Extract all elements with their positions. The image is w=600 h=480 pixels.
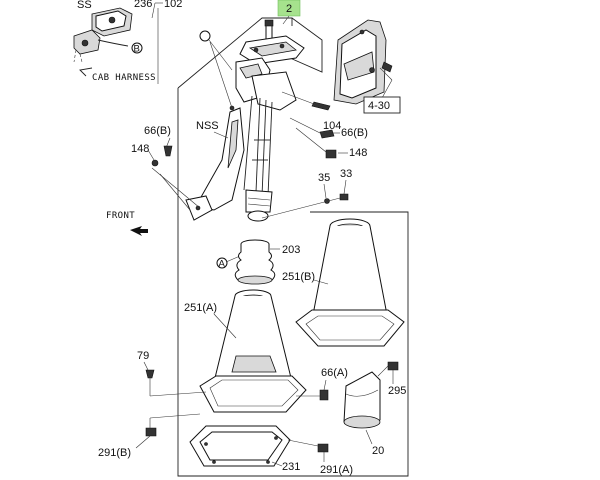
label-ss[interactable]: SS bbox=[77, 0, 92, 11]
label-148-right[interactable]: 148 bbox=[349, 147, 367, 159]
console-panel: 4-30 bbox=[333, 19, 401, 114]
front-indicator: FRONT bbox=[106, 211, 148, 236]
label-102[interactable]: 102 bbox=[164, 0, 182, 10]
label-20[interactable]: 20 bbox=[372, 445, 384, 457]
ref-b-top[interactable]: B bbox=[134, 44, 140, 55]
label-35[interactable]: 35 bbox=[318, 172, 330, 184]
bellows-boot: A 203 bbox=[216, 239, 300, 285]
label-66b-right[interactable]: 66(B) bbox=[341, 127, 368, 139]
note-front: FRONT bbox=[106, 211, 135, 221]
label-nss[interactable]: NSS bbox=[196, 120, 219, 132]
label-104[interactable]: 104 bbox=[323, 120, 341, 132]
label-203[interactable]: 203 bbox=[282, 244, 300, 256]
label-4-30: 4-30 bbox=[368, 100, 390, 112]
label-251a[interactable]: 251(A) bbox=[184, 302, 217, 314]
ref-a[interactable]: A bbox=[219, 259, 226, 270]
label-33[interactable]: 33 bbox=[340, 168, 352, 180]
shift-lever-assembly bbox=[151, 19, 337, 222]
boot-251a: 251(A) bbox=[184, 289, 307, 413]
label-251b[interactable]: 251(B) bbox=[282, 271, 315, 283]
cover-20: 20 295 bbox=[343, 361, 406, 457]
label-231[interactable]: 231 bbox=[282, 461, 300, 473]
label-148-left[interactable]: 148 bbox=[131, 143, 149, 155]
assembly-badge[interactable]: 2 bbox=[277, 0, 301, 25]
label-236[interactable]: 236 bbox=[134, 0, 152, 10]
front-arrow-icon bbox=[130, 226, 148, 236]
ref-box-4-30[interactable] bbox=[363, 96, 401, 114]
assembly-frame bbox=[177, 17, 409, 477]
label-66b-left[interactable]: 66(B) bbox=[144, 125, 171, 137]
harness-subassembly: SS 236 102 B CAB HARNESS bbox=[73, 0, 182, 84]
label-291b[interactable]: 291(B) bbox=[98, 447, 131, 459]
badge-label: 2 bbox=[286, 3, 292, 15]
gasket-231: 231 bbox=[189, 425, 300, 473]
callout-6[interactable] bbox=[199, 30, 233, 71]
label-66a[interactable]: 66(A) bbox=[321, 367, 348, 379]
label-79[interactable]: 79 bbox=[137, 350, 149, 362]
note-cab-harness: CAB HARNESS bbox=[92, 73, 156, 83]
label-291a[interactable]: 291(A) bbox=[320, 464, 353, 476]
boot-251b: 251(B) bbox=[282, 218, 405, 347]
label-295[interactable]: 295 bbox=[388, 385, 406, 397]
